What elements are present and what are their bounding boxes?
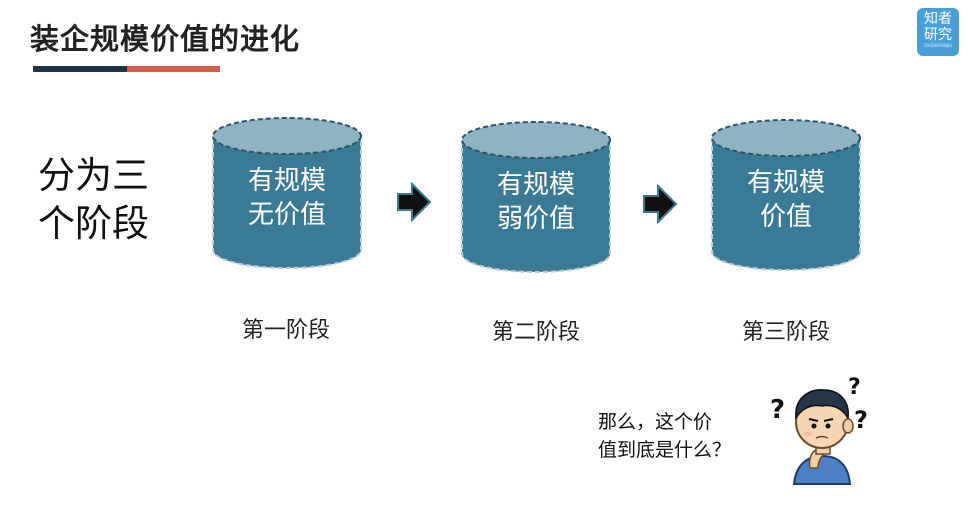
brand-logo: 知者 研究 ZHIZHEYANJIU <box>917 8 959 56</box>
logo-small-text: ZHIZHEYANJIU <box>923 43 953 48</box>
stage-3-cylinder: 有规模 价值 <box>710 118 862 272</box>
svg-text:?: ? <box>770 395 785 425</box>
intro-line2: 个阶段 <box>38 202 149 245</box>
stage-2-line1: 有规模 <box>496 170 575 200</box>
stage-2-line2: 弱价值 <box>496 204 575 234</box>
question-line2: 值到底是什么？ <box>598 439 732 461</box>
stage-1-cylinder: 有规模 无价值 <box>211 116 363 270</box>
question-text: 那么，这个价 值到底是什么？ <box>598 408 731 464</box>
intro-line1: 分为三 <box>38 154 149 197</box>
title-underline-red <box>127 66 220 72</box>
svg-text:?: ? <box>854 406 868 434</box>
logo-line1: 知者 <box>924 11 952 27</box>
stage-2-label: 第二阶段 <box>491 320 580 345</box>
question-line1: 那么，这个价 <box>598 411 713 433</box>
stage-1-label: 第一阶段 <box>241 318 330 343</box>
stage-1-line2: 无价值 <box>247 200 326 230</box>
title-underline-dark <box>33 66 127 72</box>
page-title: 装企规模价值的进化 <box>30 22 301 56</box>
arrow-right-icon <box>396 181 432 223</box>
arrow-right-icon <box>642 183 678 225</box>
svg-text:?: ? <box>848 375 861 400</box>
stage-3-line2: 价值 <box>759 202 812 232</box>
stage-2-cylinder: 有规模 弱价值 <box>460 120 612 274</box>
intro-text: 分为三 个阶段 <box>38 152 149 248</box>
stage-3-line1: 有规模 <box>746 168 825 198</box>
thinking-person-icon: ? ? ? <box>766 372 878 488</box>
logo-line2: 研究 <box>924 27 952 43</box>
stage-3-label: 第三阶段 <box>741 320 830 345</box>
stage-1-line1: 有规模 <box>247 166 326 196</box>
